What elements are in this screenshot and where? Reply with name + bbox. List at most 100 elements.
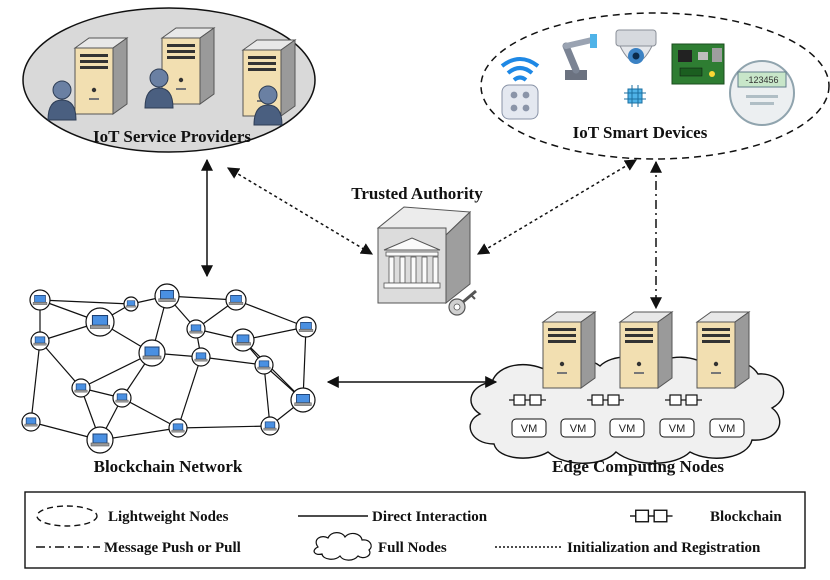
edge-computing-nodes-group: VM VM VM VM VM Edge Computing Nodes [469, 311, 785, 476]
server-icon [542, 311, 596, 389]
blockchain-node [30, 331, 50, 351]
legend-blockchain-label: Blockchain [710, 509, 782, 525]
chip-icon [624, 85, 646, 107]
blockchain-node [29, 289, 51, 311]
vm-label: VM [669, 423, 686, 435]
legend-item-blockchain: Blockchain [629, 509, 782, 525]
bank-building-icon [376, 206, 472, 305]
blockchain-node [191, 347, 211, 367]
laptop-icon [189, 324, 203, 334]
trusted-authority-label: Trusted Authority [351, 184, 483, 203]
registration-arrow [476, 159, 638, 255]
network-edge [30, 340, 41, 423]
laptop-icon [257, 360, 271, 370]
vm-box: VM [709, 418, 745, 438]
blockchain-node [86, 426, 114, 454]
circuit-board-icon [671, 43, 725, 85]
laptop-icon [115, 393, 129, 403]
blockchain-network-group: Blockchain Network [21, 283, 317, 476]
iot-smart-devices-label: IoT Smart Devices [573, 123, 708, 142]
wifi-icon [500, 57, 540, 82]
laptop-icon [171, 423, 185, 433]
laptop-icon [125, 300, 137, 308]
blockchain-node [123, 296, 139, 312]
iot-smart-devices-group: -123456 IoT Smart Devices [480, 12, 830, 160]
legend-item-message-push-pull: Message Push or Pull [36, 540, 241, 556]
server-icon [74, 37, 128, 115]
robot-arm-icon [562, 34, 597, 80]
network-edge [242, 339, 304, 401]
laptop-icon [294, 394, 312, 406]
key-icon [448, 289, 477, 316]
meter-reading: -123456 [745, 75, 778, 85]
legend-box [24, 491, 806, 569]
vm-box: VM [511, 418, 547, 438]
blockchain-node [112, 388, 132, 408]
network-edge [200, 356, 265, 366]
legend-item-full-nodes: Full Nodes [313, 532, 447, 561]
blockchain-node [85, 307, 115, 337]
legend-dashed-ellipse-icon [36, 505, 98, 527]
legend-item-lightweight-nodes: Lightweight Nodes [36, 505, 229, 527]
blockchain-node [168, 418, 188, 438]
iot-service-providers-group: IoT Service Providers [22, 7, 316, 153]
smart-meter-icon: -123456 [729, 60, 795, 126]
network-edge [177, 356, 202, 429]
laptop-icon [32, 294, 48, 306]
legend-lightweight-nodes-label: Lightweight Nodes [108, 509, 229, 525]
camera-icon [615, 29, 657, 64]
remote-icon [501, 84, 539, 120]
laptop-icon [24, 417, 38, 427]
network-edge [177, 425, 271, 429]
blockchain-node [71, 378, 91, 398]
vm-label: VM [619, 423, 636, 435]
cloud-icon [313, 532, 372, 561]
vm-box: VM [609, 418, 645, 438]
legend: Lightweight Nodes Direct Interaction Blo… [24, 491, 806, 569]
network-edge [235, 299, 307, 328]
legend-item-init-registration: Initialization and Registration [495, 540, 761, 556]
laptop-icon [33, 336, 47, 346]
blockchain-node [225, 289, 247, 311]
server-icon [619, 311, 673, 389]
blockchain-node [290, 387, 316, 413]
network-edge [263, 364, 271, 427]
vm-box: VM [560, 418, 596, 438]
laptop-icon [74, 383, 88, 393]
network-edge [39, 340, 82, 389]
registration-arrow [226, 167, 374, 255]
laptop-icon [298, 321, 314, 333]
blockchain-node [260, 416, 280, 436]
legend-message-push-pull-label: Message Push or Pull [104, 540, 241, 556]
blockchain-node [231, 328, 255, 352]
laptop-icon [89, 314, 111, 330]
laptop-icon [90, 433, 110, 447]
laptop-icon [263, 421, 277, 431]
legend-full-nodes-label: Full Nodes [378, 540, 447, 556]
laptop-icon [228, 294, 244, 306]
iot-service-providers-label: IoT Service Providers [93, 127, 251, 146]
vm-box: VM [659, 418, 695, 438]
legend-item-direct-interaction: Direct Interaction [298, 509, 488, 525]
laptop-icon [158, 290, 176, 302]
legend-init-registration-label: Initialization and Registration [567, 540, 761, 556]
legend-direct-interaction-label: Direct Interaction [372, 509, 488, 525]
vm-label: VM [521, 423, 538, 435]
blockchain-network-label: Blockchain Network [94, 457, 243, 476]
connectors [201, 158, 662, 388]
network-nodes [21, 283, 317, 454]
blockchain-node [154, 283, 180, 309]
laptop-icon [194, 352, 208, 362]
laptop-icon [234, 334, 252, 346]
network-edge [39, 299, 132, 305]
blockchain-node [138, 339, 166, 367]
server-icon [696, 311, 750, 389]
blockchain-node [186, 319, 206, 339]
edge-computing-nodes-label: Edge Computing Nodes [552, 457, 724, 476]
laptop-icon [142, 346, 162, 360]
trusted-authority-group: Trusted Authority [351, 184, 483, 316]
vm-label: VM [719, 423, 736, 435]
vm-label: VM [570, 423, 587, 435]
blockchain-node [254, 355, 274, 375]
